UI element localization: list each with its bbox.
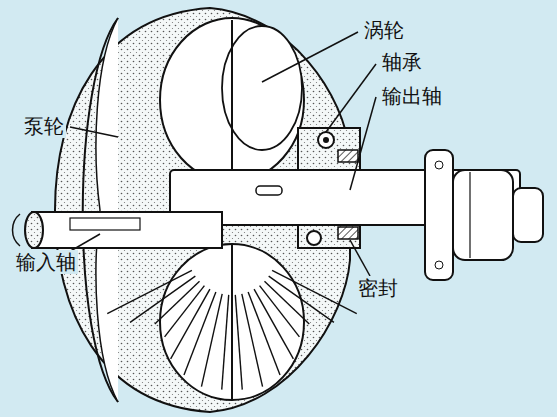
- part-label: 轴承: [380, 50, 424, 74]
- blade: [272, 270, 357, 313]
- input-shaft: [32, 212, 222, 248]
- bearing: [318, 132, 334, 148]
- leader-lines: [62, 32, 376, 276]
- turbine-wheel: [222, 26, 302, 150]
- pump-blades: [107, 270, 356, 389]
- blade: [269, 276, 334, 322]
- blade: [242, 294, 263, 387]
- blade: [235, 295, 242, 390]
- blade: [222, 295, 229, 390]
- seal: [338, 227, 358, 239]
- part-label: 输入轴: [14, 250, 78, 274]
- flange: [425, 150, 453, 280]
- blade: [184, 292, 216, 375]
- part-label: 泵轮: [22, 114, 66, 138]
- blade: [130, 276, 195, 322]
- blade: [171, 289, 210, 359]
- blade: [155, 281, 200, 324]
- part-label: 涡轮: [362, 18, 406, 42]
- blade: [248, 292, 280, 375]
- blade: [201, 294, 222, 387]
- blade: [107, 270, 192, 313]
- part-label: 输出轴: [380, 84, 444, 108]
- blade: [260, 286, 300, 337]
- part-label: 密封: [356, 276, 400, 300]
- blade: [264, 281, 309, 324]
